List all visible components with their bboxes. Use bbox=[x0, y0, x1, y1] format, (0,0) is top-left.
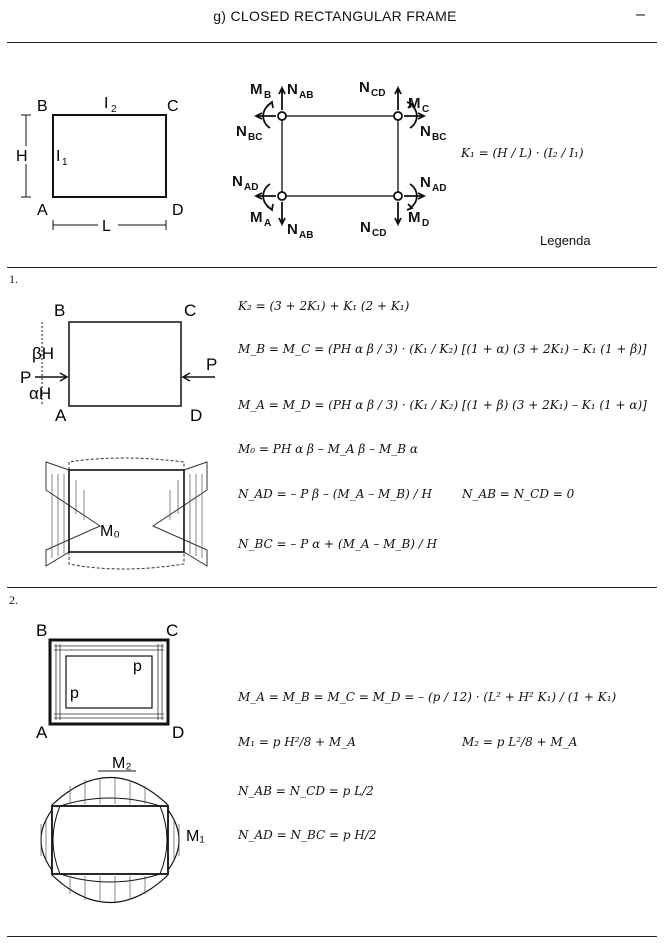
case2-moment-m1: M₁ bbox=[186, 828, 205, 845]
label-mb: M bbox=[250, 81, 263, 98]
divider-case1 bbox=[7, 587, 657, 588]
case1-eq-nbc: N_BC = – P α + (M_A – M_B) / H bbox=[238, 537, 438, 551]
label-ncd-bot: N bbox=[360, 219, 371, 236]
label-ma: M bbox=[250, 209, 263, 226]
case2-load-p-right: p bbox=[133, 658, 142, 675]
page-title: g) CLOSED RECTANGULAR FRAME bbox=[213, 8, 457, 24]
sign-convention-diagram bbox=[253, 85, 427, 227]
label-ncd-top-sub: CD bbox=[371, 88, 385, 99]
node-label-a: A bbox=[37, 202, 48, 219]
divider-legend bbox=[7, 267, 657, 268]
inertia-label-i2: I bbox=[104, 95, 108, 112]
case1-eq-m0: M₀ = PH α β – M_A β – M_B α bbox=[238, 442, 418, 456]
case2-node-c: C bbox=[166, 621, 178, 640]
case2-eq-corners: M_A = M_B = M_C = M_D = – (p / 12) · (L²… bbox=[238, 690, 617, 704]
label-nab-bot: N bbox=[287, 221, 298, 238]
case2-loaded-frame bbox=[48, 638, 170, 726]
label-nab-top-sub: AB bbox=[299, 90, 313, 101]
legend-label: Legenda bbox=[540, 233, 591, 248]
k1-formula: K₁ = (H / L) · (I₂ / I₁) bbox=[461, 146, 584, 160]
label-mb-sub: B bbox=[264, 90, 271, 101]
label-nad-right-sub: AD bbox=[432, 183, 446, 194]
sign-convention-labels: M B N AB N CD M C N BC N BC N AD N AD M … bbox=[232, 79, 446, 241]
divider-top bbox=[7, 42, 657, 43]
case1-node-d: D bbox=[190, 406, 202, 425]
legend-diagrams: B C A D I 2 I 1 H L bbox=[14, 79, 446, 241]
case2-diagrams: B C A D p p bbox=[36, 621, 205, 903]
case1-diagrams: B C A D βH αH P P M₀ bbox=[20, 301, 217, 570]
inertia-sub-i2: 2 bbox=[111, 104, 117, 115]
case2-eq-nad: N_AD = N_BC = p H/2 bbox=[238, 828, 377, 842]
label-md: M bbox=[408, 209, 421, 226]
case2-moment-diagram bbox=[40, 770, 180, 903]
case2-load-p-left: p bbox=[70, 685, 79, 702]
case2-node-b: B bbox=[36, 621, 47, 640]
case1-eq-mb-mc: M_B = M_C = (PH α β / 3) · (K₁ / K₂) [(1… bbox=[238, 342, 647, 356]
case1-eq-k2: K₂ = (3 + 2K₁) + K₁ (2 + K₁) bbox=[238, 299, 410, 313]
divider-bottom bbox=[7, 936, 657, 937]
label-nab-bot-sub: AB bbox=[299, 230, 313, 241]
inertia-label-i1: I bbox=[56, 148, 60, 165]
dimension-label-l: L bbox=[102, 218, 111, 235]
node-label-b: B bbox=[37, 98, 48, 115]
case2-eq-nab: N_AB = N_CD = p L/2 bbox=[238, 784, 374, 798]
node-label-c: C bbox=[167, 98, 179, 115]
label-nbc-left: N bbox=[236, 123, 247, 140]
case2-eq-m1: M₁ = p H²/8 + M_A bbox=[238, 735, 356, 749]
label-mc: M bbox=[408, 95, 421, 112]
case1-eq-nab: N_AB = N_CD = 0 bbox=[462, 487, 575, 501]
label-nad-right: N bbox=[420, 174, 431, 191]
header-mark: – bbox=[636, 6, 645, 23]
case1-force-p-right: P bbox=[206, 355, 217, 374]
case1-moment-label: M₀ bbox=[100, 523, 120, 540]
case1-eq-ma-md: M_A = M_D = (PH α β / 3) · (K₁ / K₂) [(1… bbox=[238, 398, 647, 412]
case1-alpha-h: αH bbox=[29, 384, 51, 403]
case1-force-p-left: P bbox=[20, 368, 31, 387]
case2-number: 2. bbox=[9, 593, 18, 607]
label-ncd-top: N bbox=[359, 79, 370, 96]
label-nad-left-sub: AD bbox=[244, 182, 258, 193]
label-nbc-right-sub: BC bbox=[432, 132, 446, 143]
case1-number: 1. bbox=[9, 272, 18, 286]
case1-moment-diagram bbox=[45, 457, 208, 570]
label-ma-sub: A bbox=[264, 218, 271, 229]
frame-geometry-diagram: B C A D I 2 I 1 H L bbox=[14, 95, 184, 235]
inertia-sub-i1: 1 bbox=[62, 157, 68, 168]
case1-node-b: B bbox=[54, 301, 65, 320]
label-md-sub: D bbox=[422, 218, 429, 229]
label-mc-sub: C bbox=[422, 104, 429, 115]
case2-node-a: A bbox=[36, 723, 48, 742]
label-ncd-bot-sub: CD bbox=[372, 228, 386, 239]
label-nbc-right: N bbox=[420, 123, 431, 140]
node-label-d: D bbox=[172, 202, 184, 219]
case2-eq-m2: M₂ = p L²/8 + M_A bbox=[462, 735, 578, 749]
label-nad-left: N bbox=[232, 173, 243, 190]
case1-node-c: C bbox=[184, 301, 196, 320]
label-nbc-left-sub: BC bbox=[248, 132, 262, 143]
dimension-label-h: H bbox=[16, 148, 28, 165]
case1-beta-h: βH bbox=[32, 344, 54, 363]
case2-node-d: D bbox=[172, 723, 184, 742]
case1-eq-nad: N_AD = – P β – (M_A – M_B) / H bbox=[238, 487, 432, 501]
label-nab-top: N bbox=[287, 81, 298, 98]
case1-node-a: A bbox=[55, 406, 67, 425]
case2-moment-m2: M₂ bbox=[112, 755, 132, 772]
